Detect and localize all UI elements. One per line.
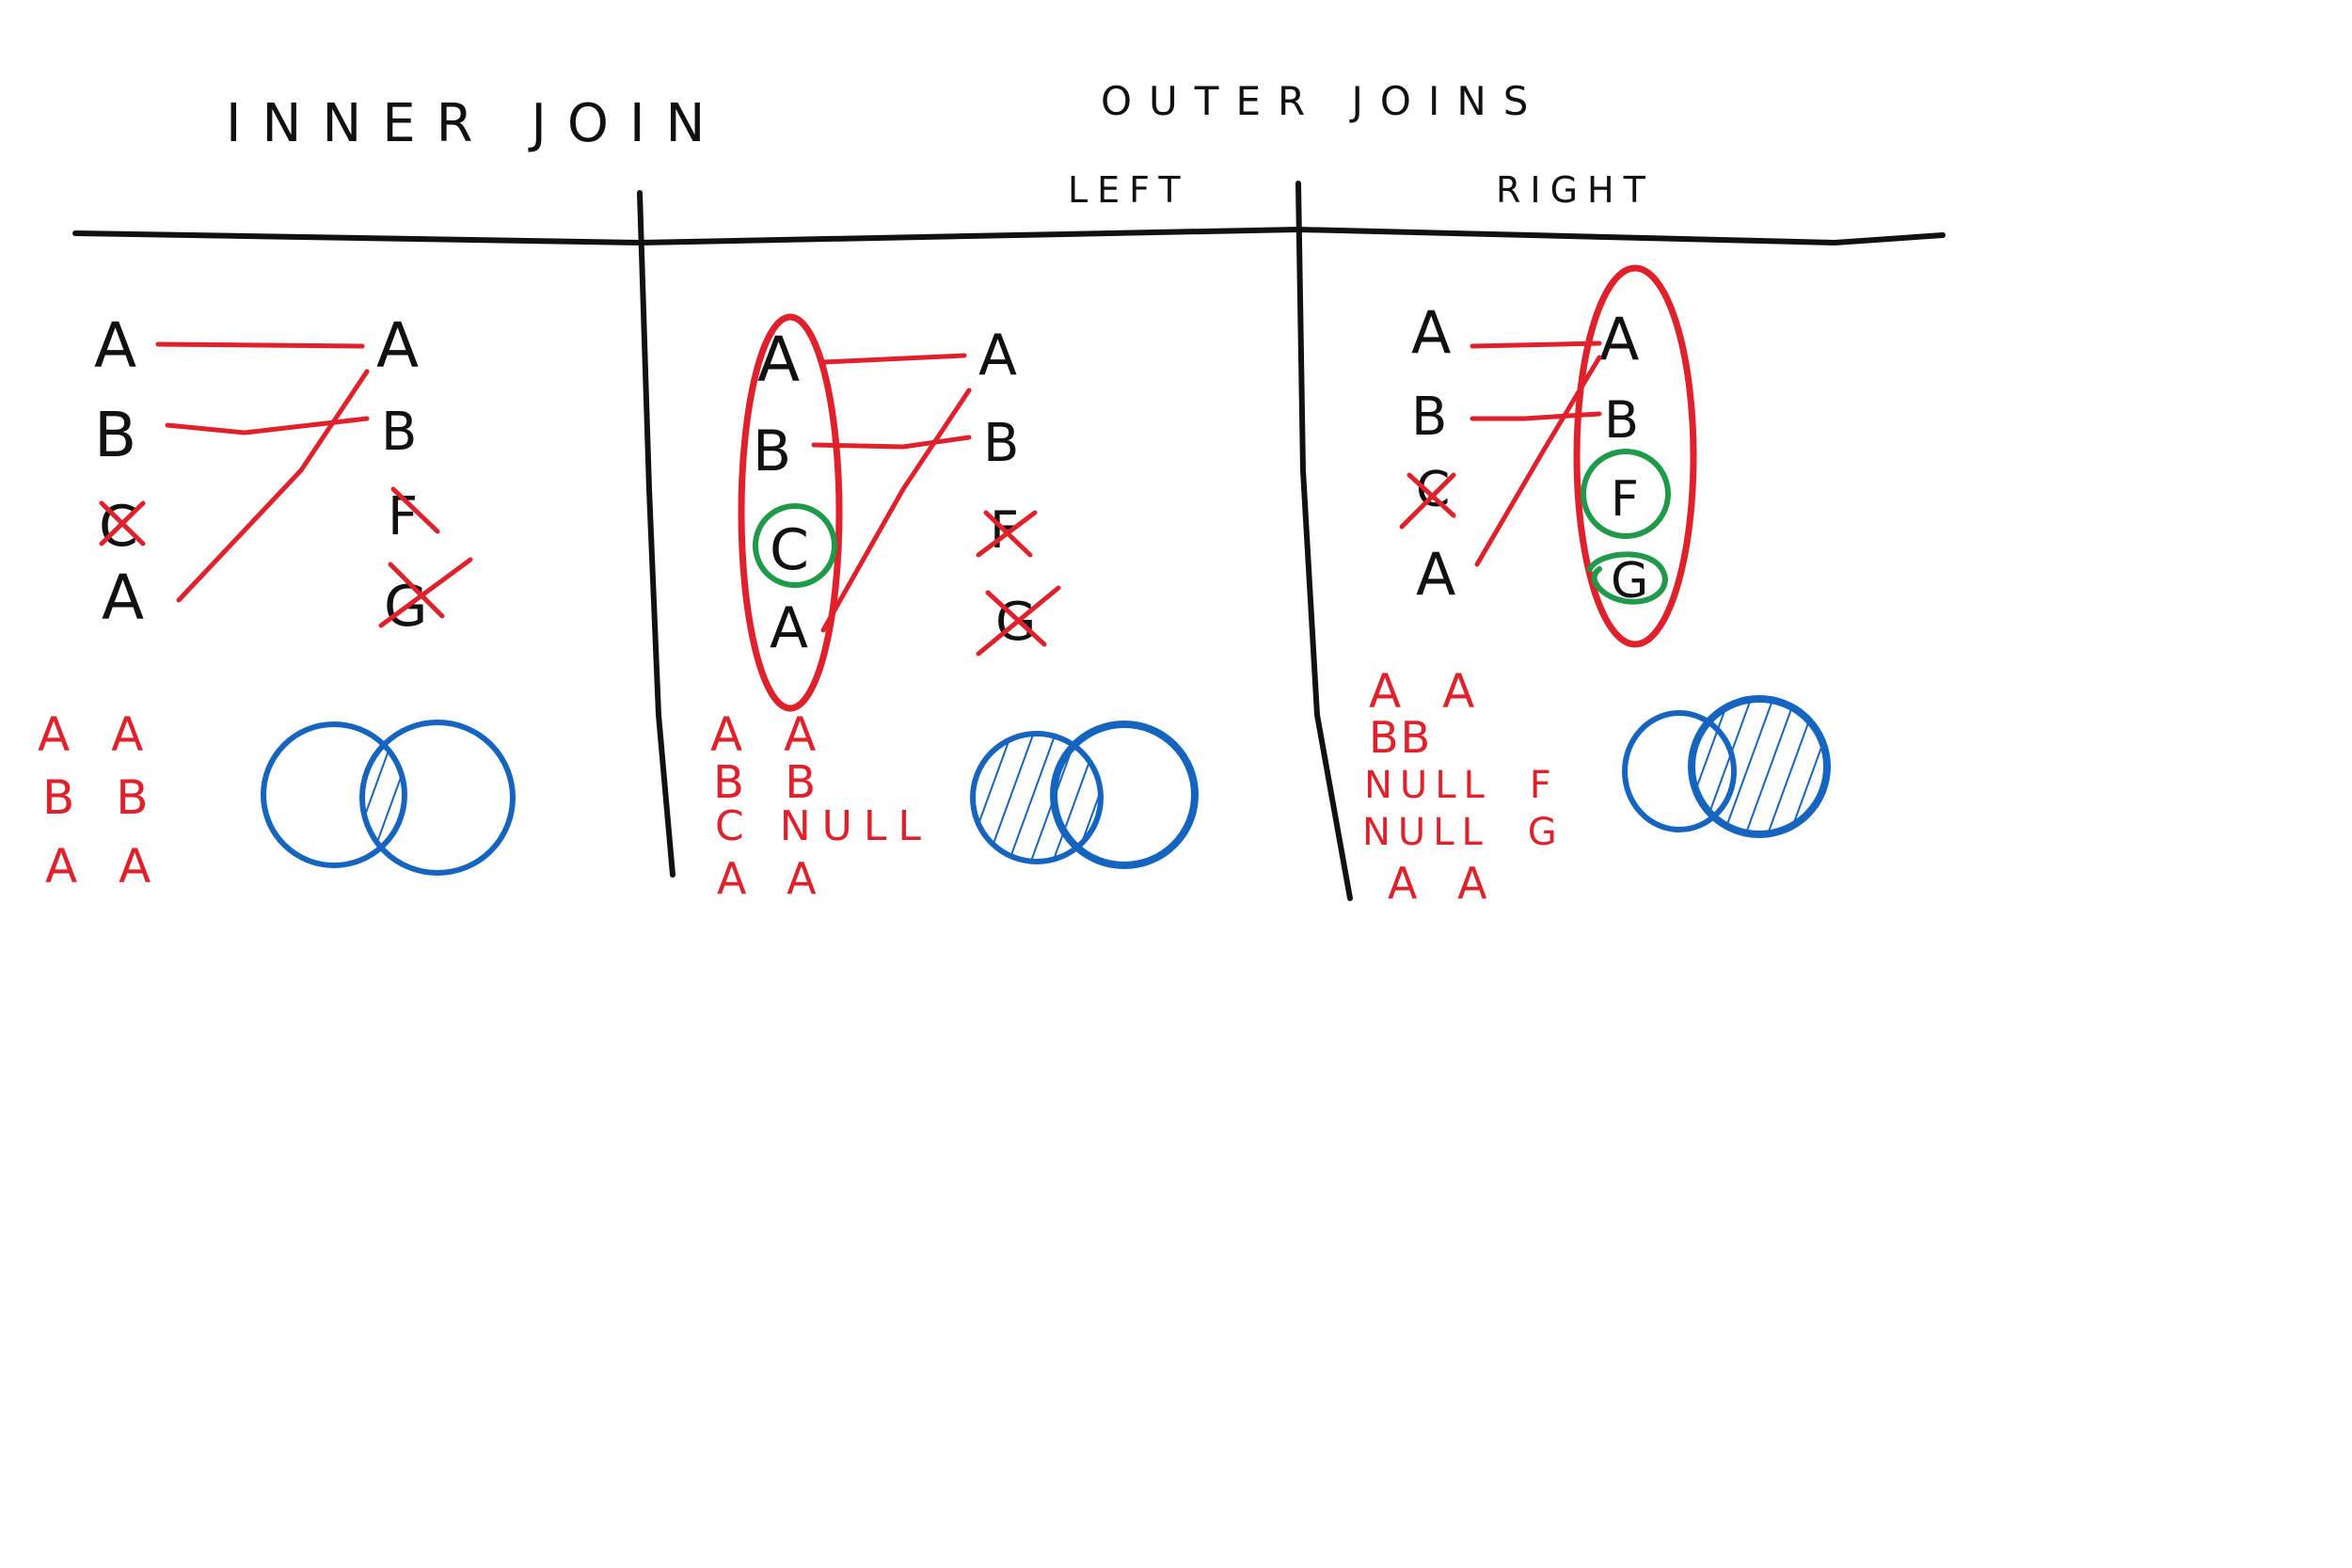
right-crossout-c (1399, 472, 1456, 530)
left-crossout-f (976, 510, 1038, 558)
inner-join-panel: A B C A A B F G A A B B A A (38, 309, 516, 894)
inner-left-row-1: A (94, 309, 136, 382)
right-result-2: BB (1369, 712, 1432, 763)
inner-crossout-c (99, 500, 146, 546)
inner-result-1: A A (38, 707, 156, 762)
right-venn-left-circle (1622, 710, 1737, 832)
inner-venn-right-circle (359, 720, 516, 876)
right-result-1: A A (1369, 664, 1487, 719)
right-left-row-4: A (1416, 540, 1455, 609)
left-left-row-2: B (753, 419, 791, 484)
outer-joins-title: OUTER JOINS (1101, 78, 1545, 124)
inner-result-2: B B (42, 770, 162, 825)
left-crossout-g (976, 585, 1061, 657)
left-result-3: C NULL (715, 802, 932, 850)
inner-match-line-a2 (176, 369, 370, 603)
right-right-row-1: A (1599, 305, 1639, 373)
inner-left-row-4: A (102, 562, 144, 634)
right-venn-diagram (1622, 695, 1831, 838)
right-right-row-3: F (1611, 471, 1639, 528)
left-venn-left-circle (970, 731, 1104, 864)
column-divider-1 (637, 190, 675, 878)
right-left-row-2: B (1411, 387, 1447, 448)
inner-match-line-b (165, 416, 370, 436)
inner-venn-diagram (261, 720, 516, 876)
left-result-2: B B (713, 756, 829, 809)
left-match-line-a2 (820, 388, 972, 633)
right-result-5: A A (1388, 858, 1501, 909)
left-result-1: A A (710, 707, 829, 762)
inner-crossout-g (378, 557, 473, 628)
left-venn-right-circle (1050, 721, 1199, 869)
left-match-line-b (811, 435, 972, 450)
left-match-line-a (820, 353, 967, 365)
right-join-label: RIGHT (1496, 169, 1655, 211)
column-divider-2 (1295, 181, 1353, 901)
left-left-row-1: A (757, 324, 800, 396)
left-join-panel: A B C A A B F G A A B B C NULL A A (710, 313, 1199, 904)
left-venn-diagram (970, 721, 1199, 869)
inner-right-row-1: A (376, 309, 419, 382)
right-right-row-2: B (1604, 390, 1639, 450)
left-result-4: A A (717, 853, 830, 904)
inner-crossout-f (390, 486, 440, 534)
inner-venn-left-circle (261, 721, 407, 868)
right-match-line-b (1470, 411, 1602, 421)
right-match-line-a (1470, 341, 1602, 349)
inner-right-row-2: B (381, 402, 417, 463)
header-divider-line (72, 227, 1946, 245)
left-join-label: LEFT (1068, 169, 1190, 211)
left-left-row-3: C (770, 517, 809, 583)
right-kept-g-circle (1587, 551, 1669, 605)
left-table-highlight-ellipse (738, 313, 843, 712)
inner-left-row-2: B (94, 399, 136, 471)
left-left-row-4: A (770, 595, 808, 661)
inner-join-title: INNER JOIN (226, 93, 725, 154)
inner-result-3: A A (45, 839, 164, 894)
left-right-row-1: A (978, 323, 1017, 388)
left-right-row-2: B (983, 413, 1019, 474)
left-kept-c-circle (753, 503, 837, 588)
right-kept-f-circle (1581, 449, 1671, 539)
right-match-line-a2 (1474, 355, 1602, 567)
left-venn-shaded-left (973, 734, 1101, 862)
right-venn-right-circle (1688, 695, 1831, 838)
right-left-row-1: A (1411, 298, 1451, 367)
right-table-highlight-ellipse (1573, 264, 1697, 648)
inner-match-line-a (155, 341, 365, 349)
